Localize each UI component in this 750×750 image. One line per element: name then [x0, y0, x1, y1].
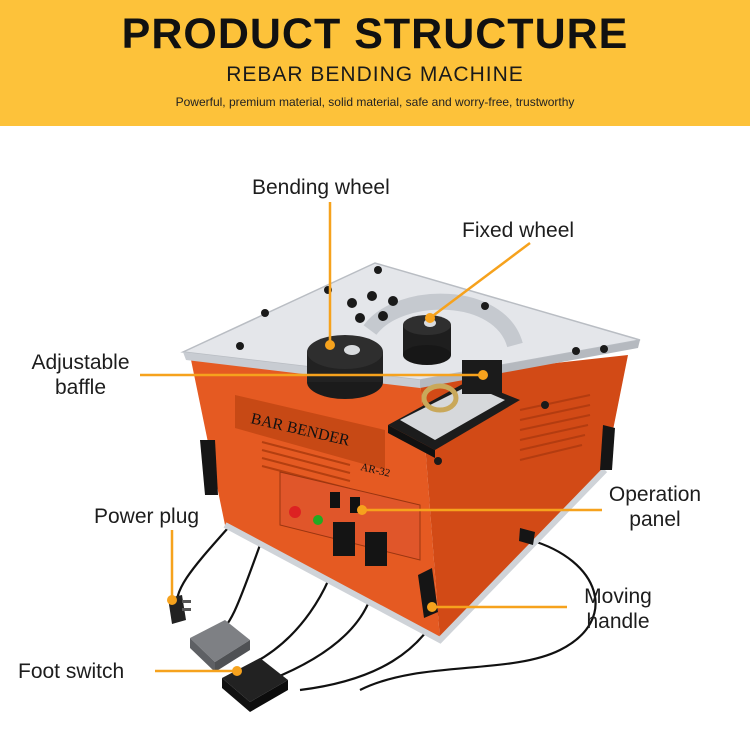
- label-adjustable-baffle-line2: baffle: [55, 376, 106, 399]
- header-banner: PRODUCT STRUCTURE REBAR BENDING MACHINE …: [0, 0, 750, 126]
- right-vents: [519, 394, 591, 461]
- moving-handles: [200, 425, 615, 618]
- page-subtitle: REBAR BENDING MACHINE: [226, 63, 524, 86]
- callout-dots: [167, 313, 488, 676]
- label-adjustable-baffle: Adjustable baffle: [18, 350, 143, 400]
- label-operation-panel-line2: panel: [629, 508, 681, 531]
- operation-panel: [279, 471, 421, 566]
- callout-line-fixed-wheel: [429, 242, 531, 319]
- label-operation-panel: Operation panel: [600, 482, 710, 532]
- base-frame: [223, 467, 608, 644]
- page-title: PRODUCT STRUCTURE: [121, 10, 629, 58]
- label-fixed-wheel: Fixed wheel: [462, 219, 575, 242]
- label-moving-handle-line2: handle: [586, 610, 650, 633]
- page-tagline: Powerful, premium material, solid materi…: [175, 95, 575, 109]
- plate-holes: [236, 266, 608, 465]
- label-moving-handle-line1: Moving: [584, 585, 652, 608]
- label-power-plug: Power plug: [94, 505, 200, 528]
- label-foot-switch: Foot switch: [18, 660, 125, 683]
- label-adjustable-baffle-line1: Adjustable: [31, 351, 130, 374]
- label-moving-handle: Moving handle: [568, 584, 668, 634]
- label-operation-panel-line1: Operation: [608, 483, 702, 506]
- adjustable-baffle: [388, 360, 520, 458]
- label-bending-wheel: Bending wheel: [252, 176, 390, 199]
- bending-wheel: [307, 335, 383, 399]
- fixed-wheel: [403, 315, 451, 365]
- callout-lines: [140, 202, 602, 673]
- foot-switch: [190, 620, 288, 712]
